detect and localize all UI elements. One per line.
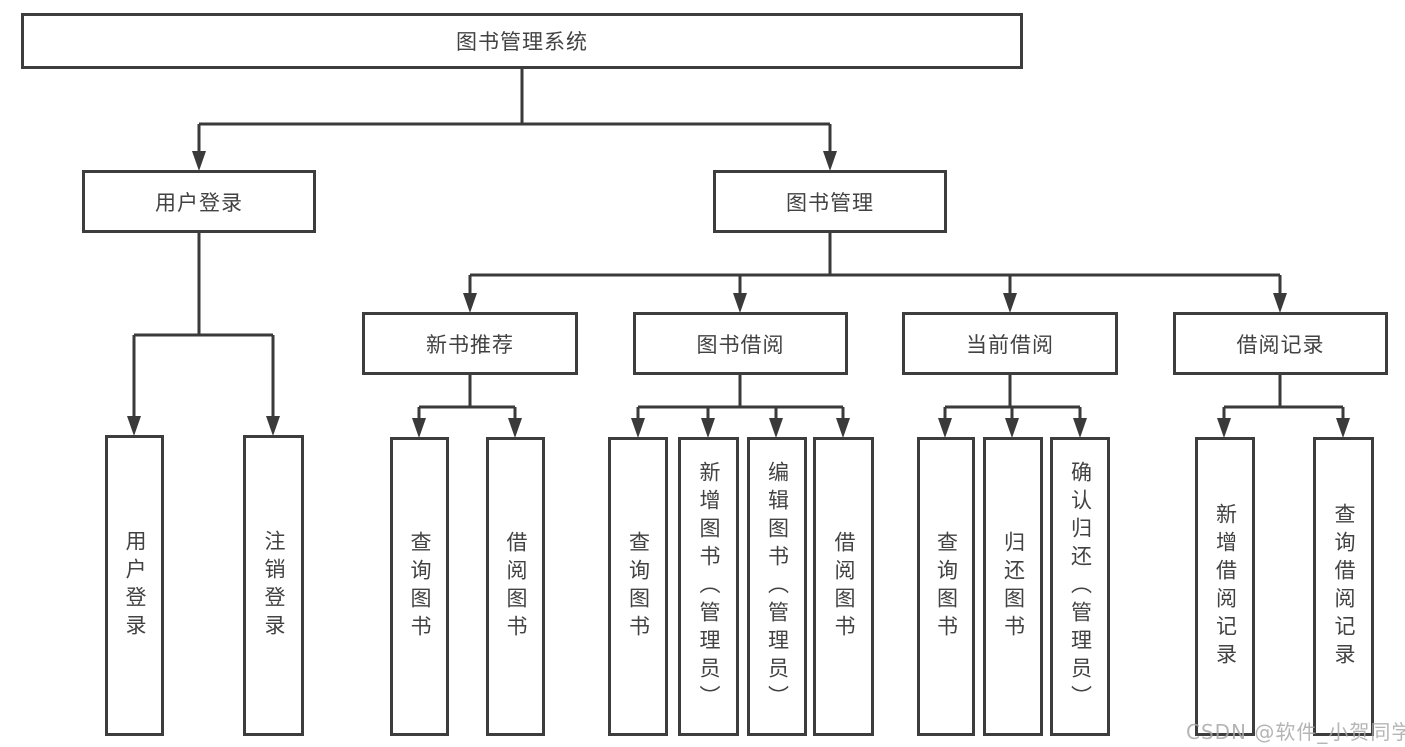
leaf-label: 注销登录: [262, 529, 286, 642]
leaf-confirm-return-admin: 确认归还（管理员）: [1050, 437, 1110, 736]
node-new-book-recommend: 新书推荐: [362, 312, 578, 375]
leaf-label: 查询借阅记录: [1332, 502, 1356, 671]
node-label: 图书管理: [786, 190, 874, 215]
node-label: 借阅记录: [1236, 332, 1325, 357]
node-label: 当前借阅: [966, 332, 1054, 357]
leaf-label: 借阅图书: [504, 530, 528, 643]
leaf-logout: 注销登录: [243, 435, 304, 736]
leaf-borrow-books: 借阅图书: [813, 437, 874, 736]
leaf-label: 查询图书: [626, 530, 651, 643]
leaf-query-borrow-record: 查询借阅记录: [1313, 437, 1374, 736]
node-user-login: 用户登录: [82, 170, 316, 233]
leaf-add-books-admin: 新增图书（管理员）: [678, 437, 739, 736]
leaf-query-books-borrow: 查询图书: [608, 437, 668, 736]
leaf-return-books: 归还图书: [983, 437, 1043, 736]
leaf-label: 查询图书: [934, 530, 959, 643]
node-book-management: 图书管理: [713, 170, 947, 233]
leaf-query-books-recommend: 查询图书: [390, 437, 449, 736]
node-borrow-records: 借阅记录: [1173, 312, 1388, 375]
leaf-label: 新增借阅记录: [1213, 502, 1238, 671]
leaf-label: 归还图书: [1001, 530, 1026, 643]
leaf-query-books-current: 查询图书: [917, 437, 975, 736]
node-label: 用户登录: [155, 190, 243, 215]
leaf-borrow-books-recommend: 借阅图书: [486, 437, 545, 736]
node-label: 图书借阅: [696, 332, 785, 357]
node-book-borrow: 图书借阅: [633, 312, 848, 375]
leaf-label: 查询图书: [408, 530, 432, 643]
csdn-watermark: CSDN @软件_小贺同学: [1186, 720, 1405, 744]
node-label: 新书推荐: [426, 332, 514, 357]
node-book-management-system: 图书管理系统: [21, 13, 1023, 69]
leaf-label: 借阅图书: [832, 530, 856, 643]
leaf-label: 用户登录: [123, 529, 147, 642]
node-current-borrow: 当前借阅: [902, 312, 1118, 375]
leaf-label: 确认归还（管理员）: [1068, 460, 1093, 713]
leaf-add-borrow-record: 新增借阅记录: [1195, 437, 1255, 736]
leaf-user-login: 用户登录: [105, 435, 164, 736]
node-label: 图书管理系统: [456, 30, 588, 54]
leaf-label: 编辑图书（管理员）: [765, 460, 790, 713]
leaf-edit-books-admin: 编辑图书（管理员）: [747, 437, 807, 736]
leaf-label: 新增图书（管理员）: [697, 460, 721, 713]
